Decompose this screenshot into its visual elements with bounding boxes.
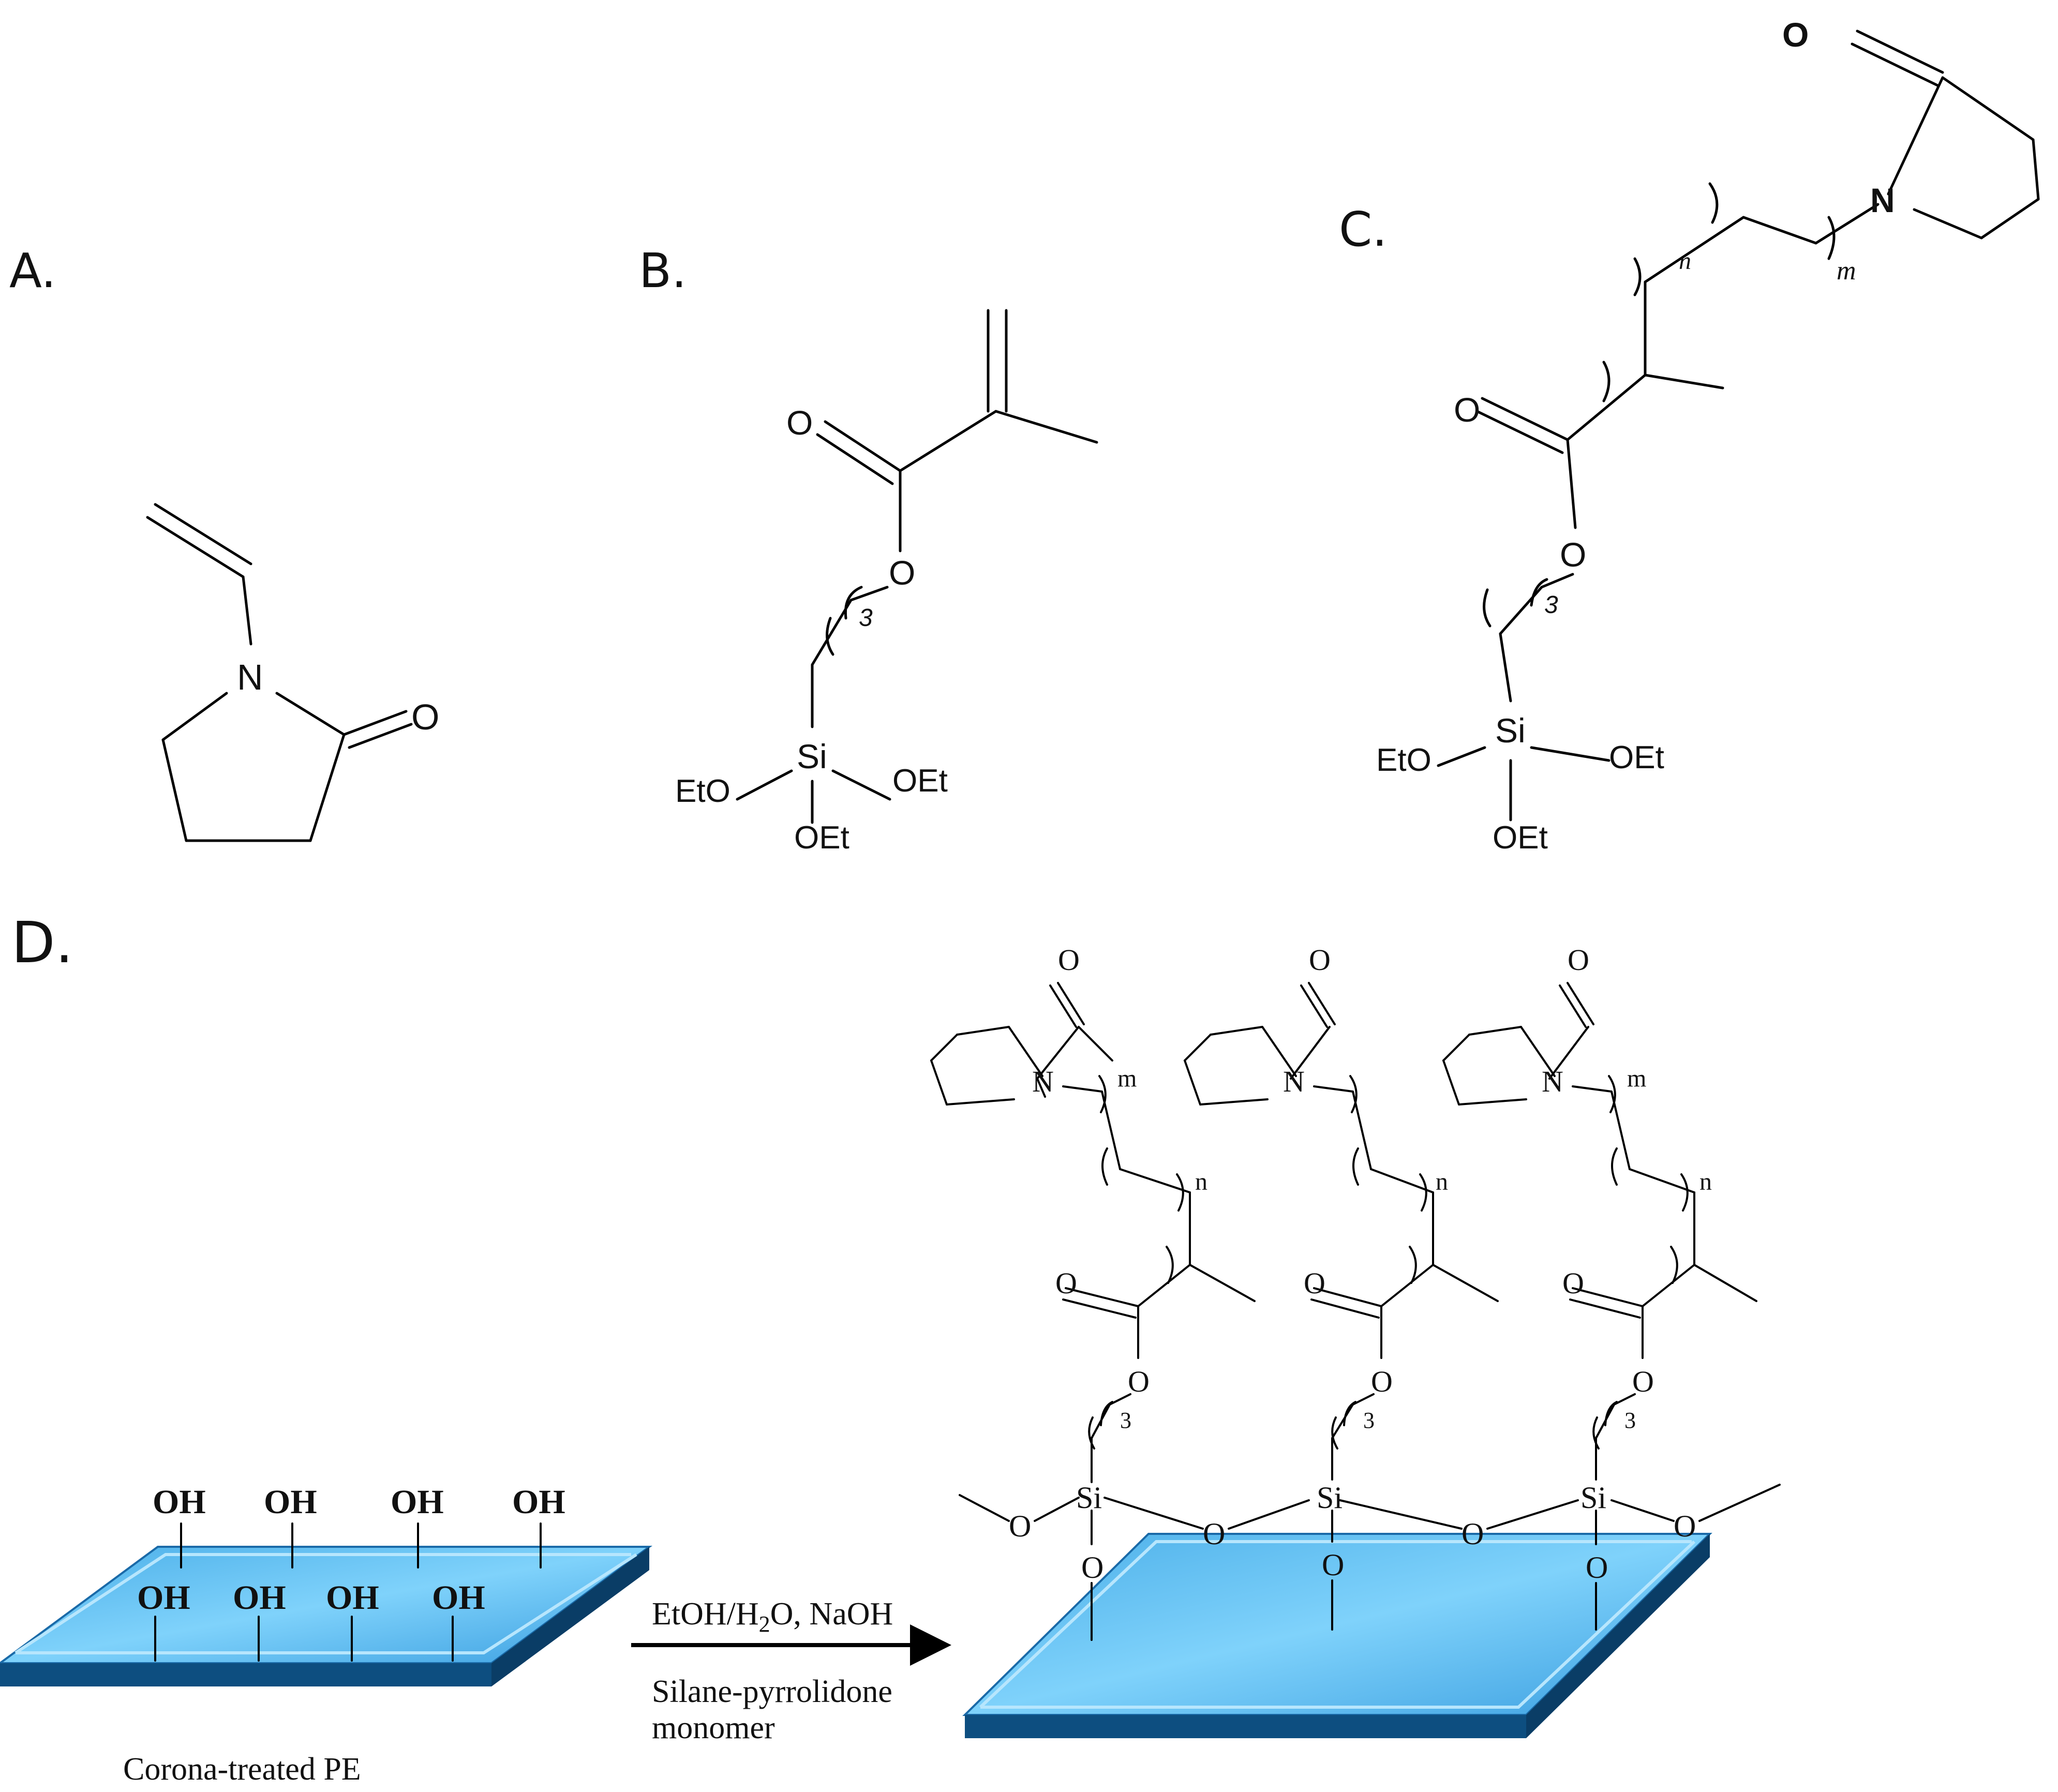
panel-label-a: A. (9, 243, 56, 298)
atom-o-b-ester: O (889, 554, 915, 592)
structure-c-copolymer: O N n m O O 3 Si EtO OEt OEt (1376, 16, 2040, 856)
subscript-m-brush1: m (1117, 1065, 1137, 1092)
structure-b-silane-methacrylate: O O 3 Si EtO OEt OEt (675, 309, 1098, 856)
subscript-3-brush3: 3 (1624, 1408, 1636, 1433)
atom-o-brush3-carbonyl: O (1562, 1266, 1584, 1300)
panel-label-d: D. (11, 909, 73, 976)
atom-si-net-2: Si (1317, 1481, 1343, 1515)
atom-o-brush2-ester: O (1371, 1365, 1393, 1398)
atom-o-brush1-ring: O (1058, 943, 1080, 977)
reagent-line-2: monomer (652, 1710, 775, 1745)
subscript-3-b: 3 (859, 604, 873, 632)
atom-o-net-2: O (1203, 1517, 1225, 1551)
subscript-3-brush1: 3 (1120, 1408, 1131, 1433)
substrate-caption: Corona-treated PE (123, 1752, 361, 1787)
substrate-corona-pe: OH OH OH OH OH OH OH OH (0, 1483, 653, 1686)
atom-o-net-3: O (1462, 1517, 1484, 1551)
atom-n-c-ring: N (1870, 181, 1895, 219)
oh-group-top-4: OH (512, 1483, 565, 1521)
siloxane-network: O Si O Si O Si O O O O (959, 1481, 1781, 1641)
polymer-brush-2: O N n O O 3 (1184, 943, 1499, 1481)
atom-oet-c-right: OEt (1609, 740, 1664, 775)
polymer-brush-1: O N m n O O 3 (930, 943, 1256, 1483)
atom-si-net-1: Si (1076, 1481, 1102, 1515)
atom-o-brush2-carbonyl: O (1304, 1266, 1325, 1300)
atom-o-net-4: O (1674, 1509, 1696, 1543)
subscript-n-brush3: n (1699, 1168, 1712, 1196)
panel-label-c: C. (1339, 202, 1387, 257)
atom-o-net-6: O (1322, 1548, 1344, 1582)
atom-si-c: Si (1495, 711, 1526, 750)
atom-o-c-ester: O (1560, 535, 1586, 574)
reagent-line-1: Silane-pyrrolidone (652, 1674, 892, 1709)
substrate-modified (962, 1533, 1712, 1738)
atom-oet-b-bottom: OEt (794, 820, 849, 856)
atom-o-brush1-ester: O (1128, 1365, 1150, 1398)
atom-eto-b: EtO (675, 773, 730, 809)
panel-label-b: B. (639, 243, 687, 298)
atom-o-brush3-ring: O (1568, 943, 1589, 977)
atom-o-c-carbonyl: O (1454, 391, 1480, 429)
oh-group-low-3: OH (326, 1579, 379, 1617)
oh-group-top-1: OH (153, 1483, 206, 1521)
atom-eto-c: EtO (1376, 742, 1431, 778)
atom-oet-b-right: OEt (892, 763, 948, 799)
subscript-3-brush2: 3 (1363, 1408, 1375, 1433)
conditions-subscript: 2 (759, 1611, 770, 1637)
atom-n-brush3: N (1542, 1065, 1563, 1098)
atom-o-brush1-carbonyl: O (1055, 1266, 1077, 1300)
atom-n-brush2: N (1283, 1065, 1305, 1098)
oh-group-top-2: OH (264, 1483, 317, 1521)
subscript-n-brush1: n (1195, 1168, 1207, 1196)
subscript-n-c: n (1679, 247, 1691, 275)
atom-o-a: O (411, 697, 439, 737)
structure-a-vinylpyrrolidone: N O (146, 503, 439, 842)
atom-o-brush2-ring: O (1309, 943, 1331, 977)
atom-oet-c-bottom: OEt (1493, 820, 1548, 856)
reaction-conditions: EtOH/H2O, NaOH (652, 1596, 893, 1637)
subscript-n-brush2: n (1436, 1168, 1448, 1196)
subscript-m-c: m (1837, 256, 1856, 286)
oh-group-low-4: OH (432, 1579, 485, 1617)
polymer-brush-3: O N m n O O 3 (1442, 943, 1757, 1481)
atom-o-net-5: O (1081, 1550, 1103, 1585)
atom-o-net-7: O (1586, 1550, 1608, 1585)
oh-group-top-3: OH (391, 1483, 444, 1521)
atom-o-b-carbonyl: O (786, 404, 813, 442)
atom-n-brush1: N (1032, 1065, 1054, 1098)
atom-o-net-1: O (1009, 1509, 1031, 1543)
oh-group-low-1: OH (137, 1579, 190, 1617)
atom-n-a: N (237, 657, 263, 697)
atom-o-brush3-ester: O (1632, 1365, 1654, 1398)
oh-group-low-2: OH (233, 1579, 286, 1617)
atom-si-b: Si (797, 737, 827, 775)
subscript-m-brush3: m (1627, 1065, 1646, 1092)
atom-si-net-3: Si (1580, 1481, 1606, 1515)
subscript-3-c: 3 (1544, 591, 1558, 619)
atom-o-c-ring: O (1782, 16, 1809, 54)
